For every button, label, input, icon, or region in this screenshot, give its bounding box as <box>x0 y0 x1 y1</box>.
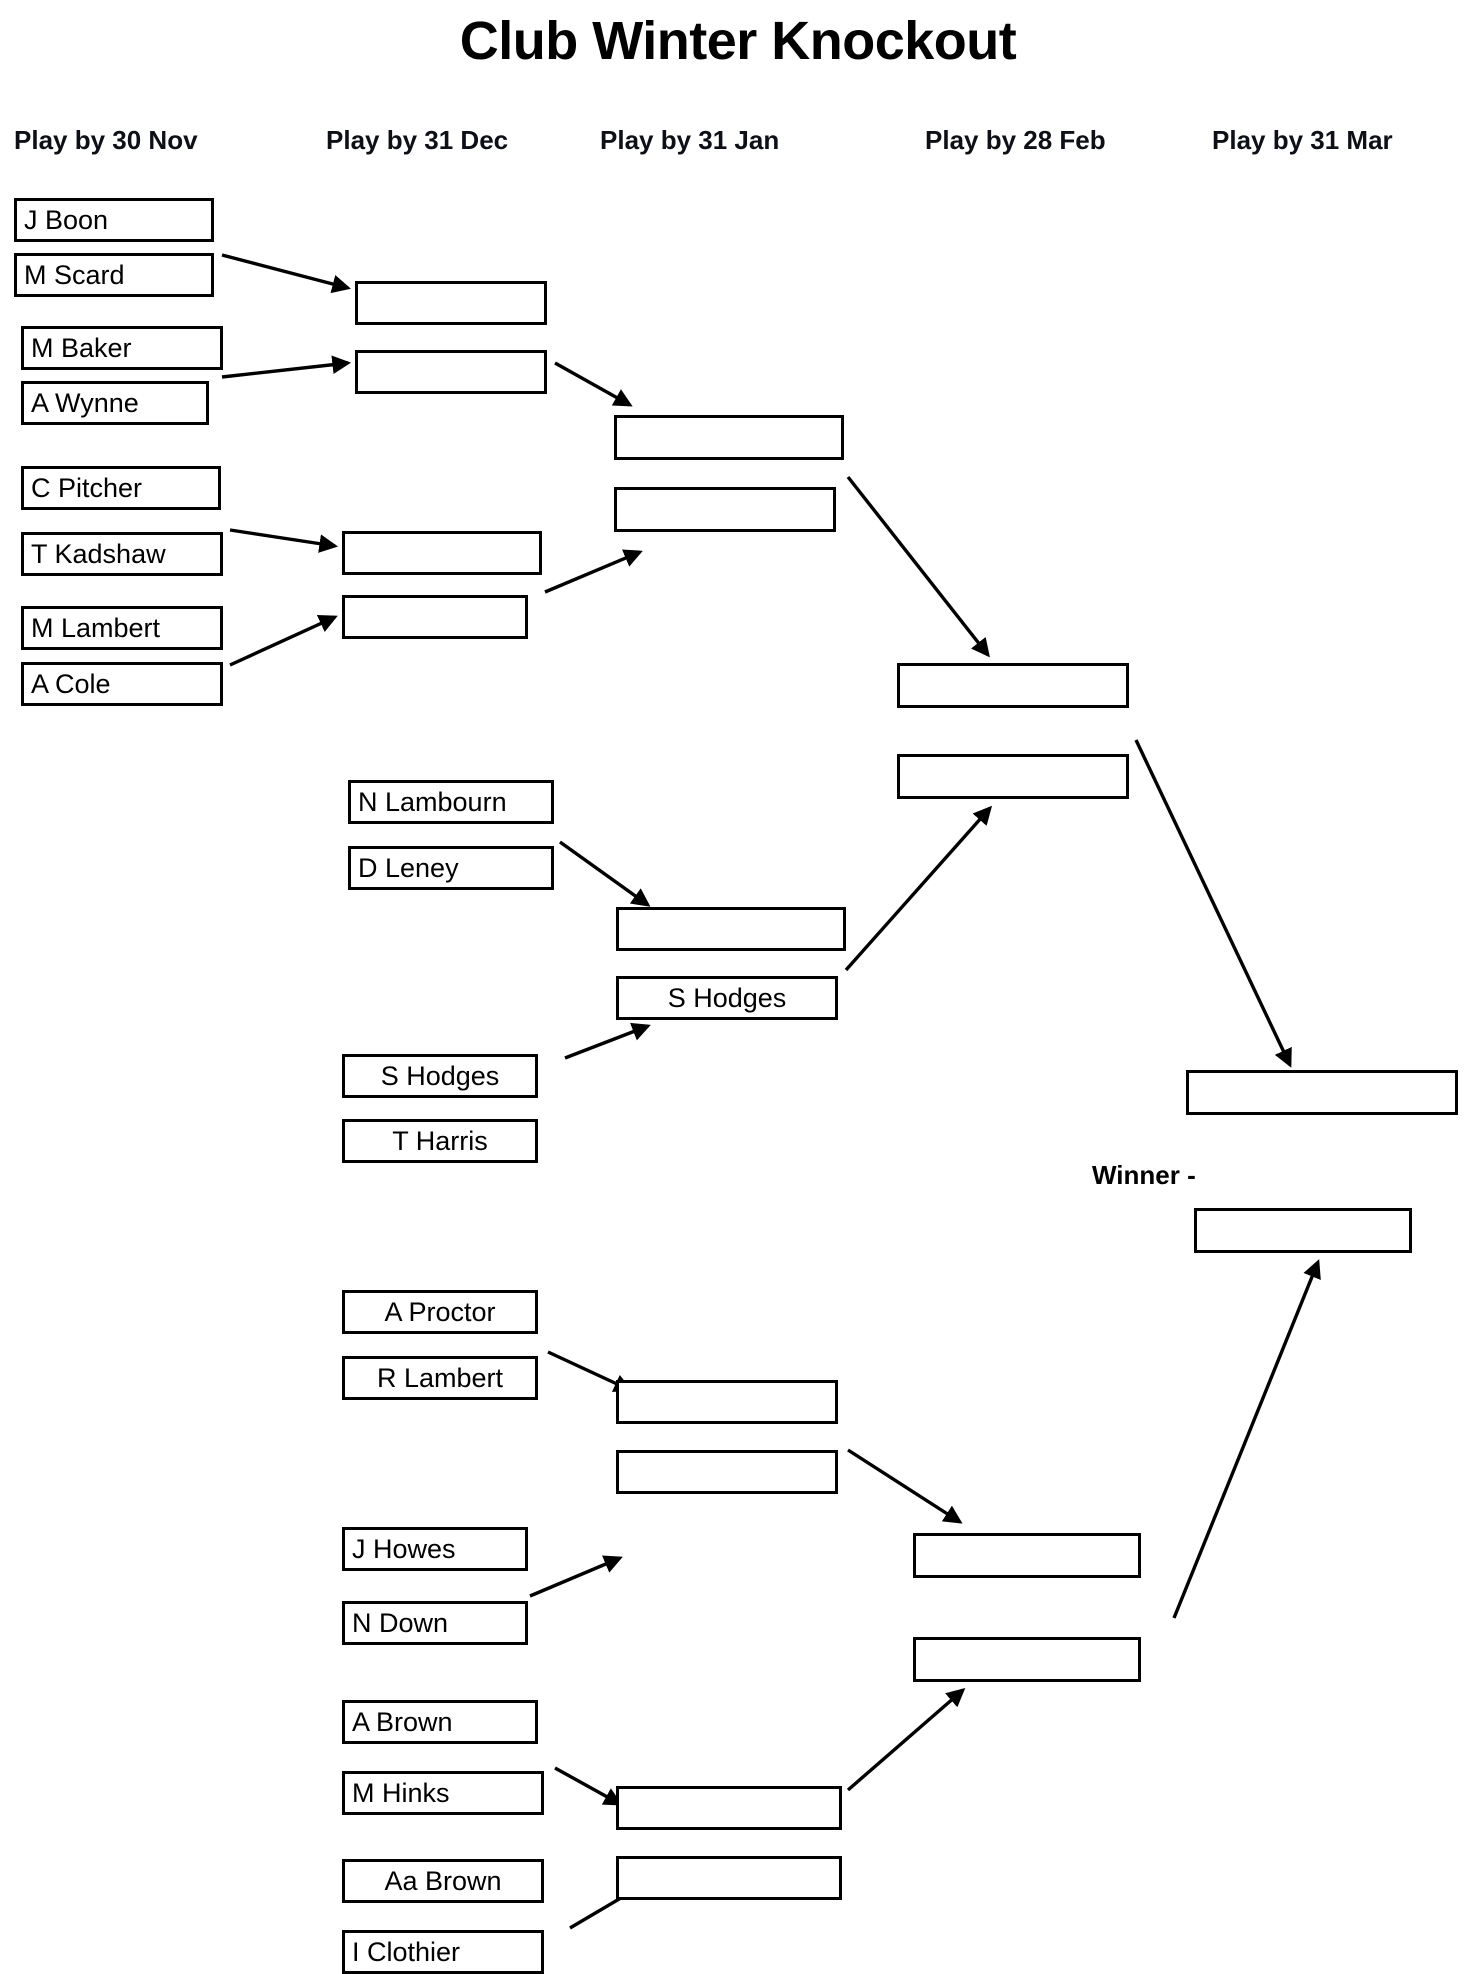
slot-r1-m8-p2[interactable]: N Down <box>342 1601 528 1645</box>
slot-r1-m1-p2[interactable]: M Scard <box>14 253 214 297</box>
slot-r1-m5-p2[interactable]: D Leney <box>348 846 554 890</box>
slot-r1-m9-p1[interactable]: A Brown <box>342 1700 538 1744</box>
connector-m9-to-r2 <box>554 1766 623 1806</box>
slot-r1-m3-p2[interactable]: T Kadshaw <box>21 532 223 576</box>
connector-m3-to-r2 <box>229 528 339 553</box>
slot-r2-m5-p2[interactable] <box>616 1856 842 1900</box>
slot-r1-m4-p2[interactable]: A Cole <box>21 662 223 706</box>
slot-r1-m7-p1[interactable]: A Proctor <box>342 1290 538 1334</box>
slot-r2-m2-p1[interactable] <box>342 531 542 575</box>
slot-r1-m2-p2[interactable]: A Wynne <box>21 381 209 425</box>
slot-r1-m10-p2[interactable]: I Clothier <box>342 1930 544 1974</box>
slot-r4-m2-p1[interactable] <box>913 1533 1141 1578</box>
slot-r2-m3-p2[interactable]: S Hodges <box>616 976 838 1020</box>
slot-r1-m5-p1[interactable]: N Lambourn <box>348 780 554 824</box>
slot-r1-m1-p1[interactable]: J Boon <box>14 198 214 242</box>
slot-r2-m1-p2[interactable] <box>355 350 547 394</box>
slot-r4-m2-p2[interactable] <box>913 1637 1141 1682</box>
slot-r1-m8-p1[interactable]: J Howes <box>342 1527 528 1571</box>
connector-r3-to-r4 <box>846 475 990 658</box>
slot-r2-m3-p1[interactable] <box>616 907 846 951</box>
winner-label: Winner - <box>1092 1160 1196 1190</box>
round-header-2: Play by 31 Dec <box>326 125 509 155</box>
connector-m5-to-r2 <box>559 840 651 907</box>
slot-r1-m3-p1[interactable]: C Pitcher <box>21 466 221 510</box>
slot-final-p2[interactable] <box>1194 1208 1412 1253</box>
round-header-3: Play by 31 Jan <box>600 125 780 155</box>
connector-r2m4-to-r4 <box>847 1448 963 1524</box>
round-header-5: Play by 31 Mar <box>1212 125 1393 155</box>
slot-r2-m1-p1[interactable] <box>355 281 547 325</box>
connector-r2mid-to-r4 <box>844 805 993 972</box>
slot-r1-m6-p1[interactable]: S Hodges <box>342 1054 538 1098</box>
slot-r3-m1-p1[interactable] <box>614 415 844 460</box>
connector-m4-to-r2 <box>229 614 338 667</box>
connector-r2top-to-r3 <box>554 361 633 407</box>
connector-r2bot-to-r3 <box>544 549 643 594</box>
slot-r4-m1-p2[interactable] <box>897 754 1129 799</box>
slot-final-p1[interactable] <box>1186 1070 1458 1115</box>
slot-r2-m2-p2[interactable] <box>342 595 528 639</box>
slot-r3-m1-p2[interactable] <box>614 487 836 532</box>
connector-r4top-to-final <box>1134 739 1292 1068</box>
slot-r4-m1-p1[interactable] <box>897 663 1129 708</box>
connector-m1-to-r2 <box>221 253 351 294</box>
slot-r1-m9-p2[interactable]: M Hinks <box>342 1771 544 1815</box>
slot-r2-m4-p1[interactable] <box>616 1380 838 1424</box>
slot-r2-m4-p2[interactable] <box>616 1450 838 1494</box>
slot-r1-m4-p1[interactable]: M Lambert <box>21 606 223 650</box>
connector-r4bot-to-final <box>1172 1259 1321 1619</box>
slot-r1-m10-p1[interactable]: Aa Brown <box>342 1859 544 1903</box>
connector-m8-to-r2 <box>529 1555 623 1598</box>
slot-r1-m7-p2[interactable]: R Lambert <box>342 1356 538 1400</box>
connector-r2m5-to-r4 <box>846 1687 966 1792</box>
connector-m6-to-r2 <box>564 1022 651 1060</box>
round-header-1: Play by 30 Nov <box>14 125 198 155</box>
slot-r1-m2-p1[interactable]: M Baker <box>21 326 223 370</box>
connector-m2-to-r2 <box>221 355 352 379</box>
page-title: Club Winter Knockout <box>459 11 1017 71</box>
slot-r1-m6-p2[interactable]: T Harris <box>342 1119 538 1163</box>
round-header-4: Play by 28 Feb <box>925 125 1106 155</box>
slot-r2-m5-p1[interactable] <box>616 1786 842 1830</box>
